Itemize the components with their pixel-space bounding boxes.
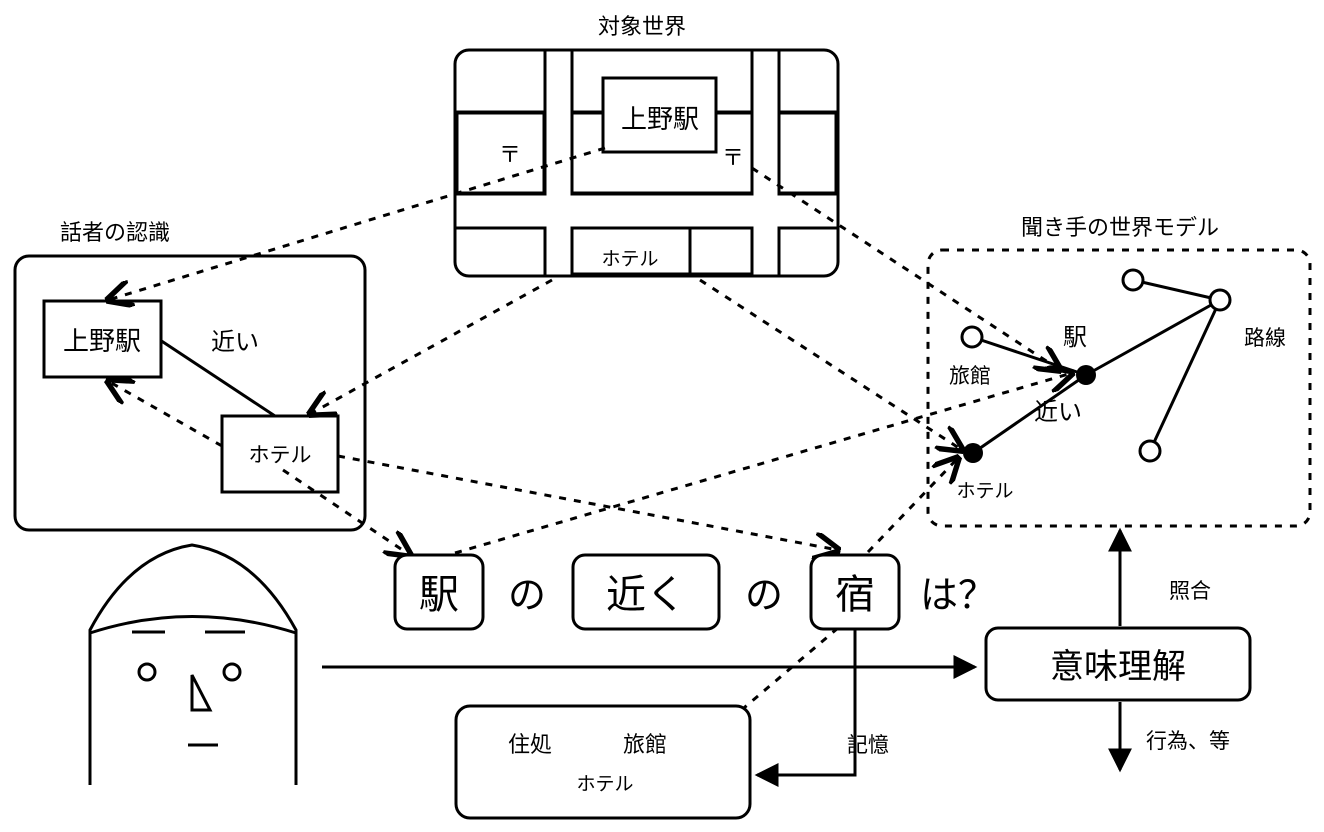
right-eye xyxy=(222,662,242,682)
action-label: 行為、等 xyxy=(1146,729,1230,753)
object-world: 対象世界 上野駅 ホテル 〒 〒 xyxy=(453,15,840,278)
correspondence-arrows xyxy=(108,146,1072,775)
network-node xyxy=(960,325,984,349)
speaker-hotel-box xyxy=(220,414,340,494)
utterance-particle: の xyxy=(745,573,783,617)
utterance-word-box xyxy=(393,553,485,631)
network-edge xyxy=(1085,298,1221,377)
map-to-speaker-station-arrow xyxy=(108,146,606,300)
street-band xyxy=(753,52,778,274)
listener-frame xyxy=(926,248,1312,528)
matching-label: 照合 xyxy=(1169,579,1211,603)
listener-station-label: 駅 xyxy=(1063,323,1087,351)
speaker-face xyxy=(88,543,298,785)
utterance-word-box xyxy=(571,553,721,631)
speaker-station-label: 上野駅 xyxy=(63,327,141,357)
listener-hotel-label: ホテル xyxy=(956,480,1013,502)
utterance-particle: の xyxy=(508,573,546,617)
hotel-node xyxy=(963,443,983,463)
station-node xyxy=(1076,365,1096,385)
memory-word-hotel: ホテル xyxy=(576,773,633,795)
hotel-label: ホテル xyxy=(601,248,658,270)
speaker-relation-label: 近い xyxy=(211,328,259,356)
memory-word-residence: 住処 xyxy=(508,733,552,758)
map-block xyxy=(570,226,754,276)
word-station-to-listener-arrow xyxy=(454,373,1072,555)
utterance-ending: は？ xyxy=(920,573,996,617)
speaker-recognition: 話者の認識 上野駅 近い ホテル xyxy=(13,221,367,532)
listener-world-model: 聞き手の世界モデル 駅 旅館 路線 近い ホテル xyxy=(926,216,1312,528)
network-node xyxy=(1138,439,1162,463)
listener-relation-label: 近い xyxy=(1034,398,1082,426)
station-label: 上野駅 xyxy=(621,105,699,135)
speaker-hotel-to-inn-word-arrow xyxy=(337,454,838,550)
speaker-relation-line xyxy=(159,338,276,418)
network-edge xyxy=(1132,278,1221,302)
utterance-word-inn: 宿 xyxy=(835,572,875,618)
utterance: 駅 の 近く の 宿 は？ xyxy=(393,553,996,631)
memory-box xyxy=(454,704,752,820)
nose xyxy=(190,674,213,712)
object-world-title: 対象世界 xyxy=(598,15,686,40)
network-node xyxy=(1208,288,1232,312)
word-inn-to-listener-hotel-arrow xyxy=(866,458,958,554)
listener-route-label: 路線 xyxy=(1244,326,1286,350)
utterance-to-speaker-station-arrow xyxy=(108,381,223,448)
understanding-box xyxy=(984,626,1252,702)
map-block xyxy=(777,111,838,195)
memory-label: 記憶 xyxy=(847,733,889,757)
left-eye xyxy=(137,662,157,682)
listener-inn-label: 旅館 xyxy=(949,364,991,388)
understanding-label: 意味理解 xyxy=(1050,647,1186,687)
map-to-listener-station-arrow xyxy=(751,166,1060,370)
map-to-speaker-hotel-arrow xyxy=(310,278,553,414)
speaker-hotel-label: ホテル xyxy=(249,443,312,467)
utterance-word-station: 駅 xyxy=(419,572,459,618)
network-edge xyxy=(1148,299,1222,452)
station-building xyxy=(601,76,718,154)
speaker-hotel-to-word-arrow xyxy=(282,468,410,555)
post-office-mark: 〒 xyxy=(722,146,744,171)
speaker-title: 話者の認識 xyxy=(60,221,170,246)
face-outline xyxy=(88,543,298,785)
network-node xyxy=(1121,268,1145,292)
listener-title: 聞き手の世界モデル xyxy=(1021,216,1219,241)
memory-word-inn: 旅館 xyxy=(623,733,667,758)
memory-arrow xyxy=(754,629,857,787)
map-to-listener-hotel-arrow xyxy=(699,278,962,450)
utterance-word-near: 近く xyxy=(606,572,686,618)
hairline xyxy=(89,615,297,635)
street-band xyxy=(457,195,836,227)
post-office-mark: 〒 xyxy=(499,143,521,168)
